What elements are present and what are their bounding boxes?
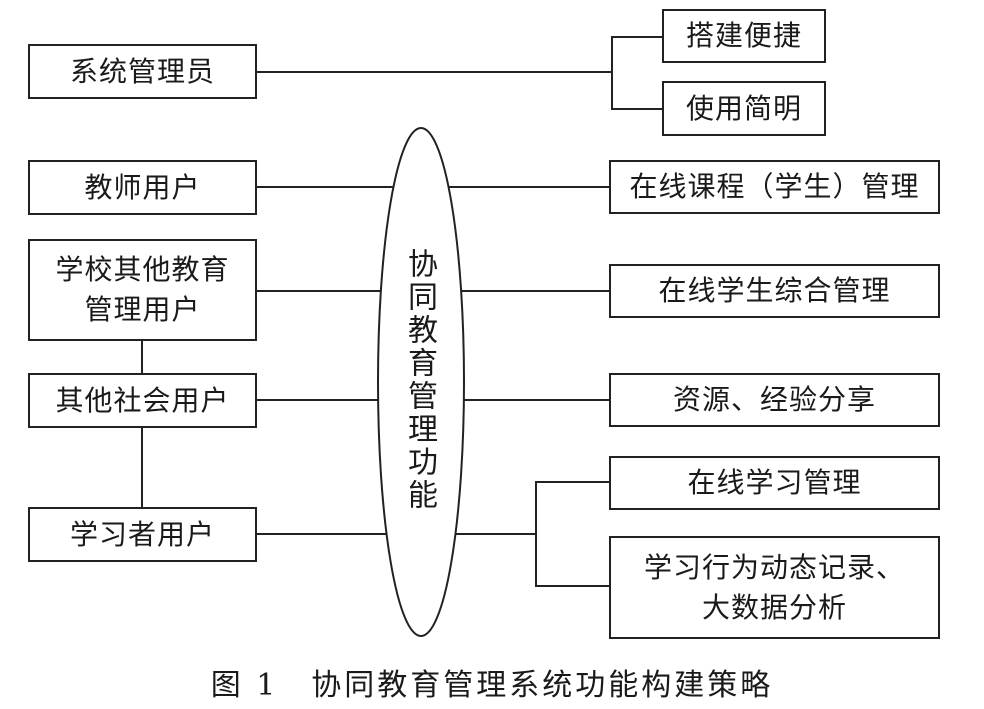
box-simple-use: 使用简明 xyxy=(662,81,826,136)
connector-behavior xyxy=(535,585,610,587)
connector-simple-use xyxy=(611,108,663,110)
box-student-mgmt: 在线学生综合管理 xyxy=(609,264,940,318)
box-course-mgmt-label: 在线课程（学生）管理 xyxy=(629,170,920,203)
connector-learner-split xyxy=(535,481,537,586)
box-behavior-line2: 大数据分析 xyxy=(701,590,847,624)
box-learning-mgmt: 在线学习管理 xyxy=(609,456,940,510)
connector-admin xyxy=(256,71,612,73)
connector-left-vertical-1 xyxy=(141,340,143,374)
box-learner: 学习者用户 xyxy=(28,507,257,562)
box-teacher: 教师用户 xyxy=(28,160,257,215)
box-school-other-line2: 管理用户 xyxy=(84,293,201,326)
connector-easy-build xyxy=(611,36,663,38)
box-society-label: 其他社会用户 xyxy=(55,383,230,417)
box-admin-label: 系统管理员 xyxy=(69,54,215,88)
box-admin: 系统管理员 xyxy=(28,44,257,99)
box-simple-use-label: 使用简明 xyxy=(685,91,802,125)
box-society: 其他社会用户 xyxy=(28,373,257,428)
connector-learning-mgmt xyxy=(535,481,610,483)
box-behavior: 学习行为动态记录、 大数据分析 xyxy=(609,536,940,639)
box-learning-mgmt-label: 在线学习管理 xyxy=(687,466,862,499)
box-resource-share-label: 资源、经验分享 xyxy=(672,383,876,416)
connector-left-vertical-2 xyxy=(141,426,143,508)
box-resource-share: 资源、经验分享 xyxy=(609,373,940,427)
figure-caption: 图 1 协同教育管理系统功能构建策略 xyxy=(210,668,774,703)
box-learner-label: 学习者用户 xyxy=(69,517,215,551)
box-student-mgmt-label: 在线学生综合管理 xyxy=(658,274,891,307)
box-easy-build-label: 搭建便捷 xyxy=(685,19,802,52)
box-teacher-label: 教师用户 xyxy=(84,170,201,204)
box-course-mgmt: 在线课程（学生）管理 xyxy=(609,160,940,214)
box-behavior-line1: 学习行为动态记录、 xyxy=(643,550,905,584)
box-easy-build: 搭建便捷 xyxy=(662,9,826,63)
center-label: 协同教育管理功能 xyxy=(402,248,437,512)
connector-learner xyxy=(256,533,536,535)
connector-admin-split xyxy=(611,36,613,109)
box-school-other: 学校其他教育 管理用户 xyxy=(28,239,257,341)
connector-teacher xyxy=(256,186,610,188)
box-school-other-line1: 学校其他教育 xyxy=(55,253,230,286)
